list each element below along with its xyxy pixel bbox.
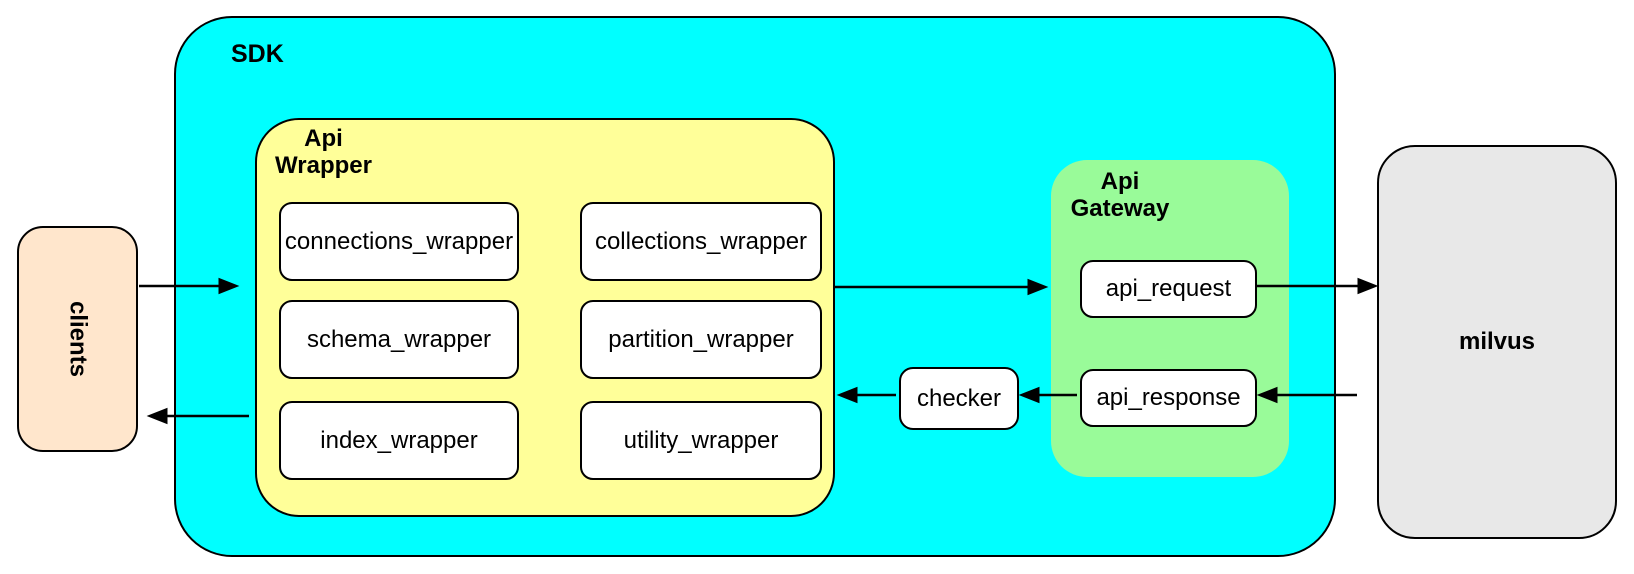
api-gateway-label: Api Gateway bbox=[1065, 168, 1175, 222]
milvus-label: milvus bbox=[1458, 328, 1536, 355]
api-response-box: api_response bbox=[1080, 369, 1257, 427]
index-wrapper-box: index_wrapper bbox=[279, 401, 519, 480]
api-request-box: api_request bbox=[1080, 260, 1257, 318]
api-wrapper-label-line2: Wrapper bbox=[275, 152, 372, 179]
partition-wrapper-box: partition_wrapper bbox=[580, 300, 822, 379]
api-gateway-label-line2: Gateway bbox=[1070, 195, 1170, 222]
api-gateway-label-line1: Api bbox=[1100, 168, 1140, 195]
milvus-box: milvus bbox=[1377, 145, 1617, 539]
clients-box: clients bbox=[17, 226, 138, 452]
sdk-container: SDK Api Wrapper connections_wrapper coll… bbox=[174, 16, 1336, 557]
api-gateway-container: Api Gateway api_request api_response bbox=[1051, 160, 1289, 477]
schema-wrapper-box: schema_wrapper bbox=[279, 300, 519, 379]
sdk-label: SDK bbox=[231, 40, 284, 68]
checker-box: checker bbox=[899, 367, 1019, 430]
arrow-sdk-to-clients-head bbox=[146, 407, 168, 425]
arrow-api-request-to-milvus-head bbox=[1357, 277, 1379, 295]
api-wrapper-container: Api Wrapper connections_wrapper collecti… bbox=[255, 118, 835, 517]
connections-wrapper-box: connections_wrapper bbox=[279, 202, 519, 281]
utility-wrapper-box: utility_wrapper bbox=[580, 401, 822, 480]
api-wrapper-label-line1: Api bbox=[304, 125, 343, 152]
collections-wrapper-box: collections_wrapper bbox=[580, 202, 822, 281]
clients-label: clients bbox=[64, 300, 92, 378]
api-wrapper-label: Api Wrapper bbox=[271, 125, 376, 179]
